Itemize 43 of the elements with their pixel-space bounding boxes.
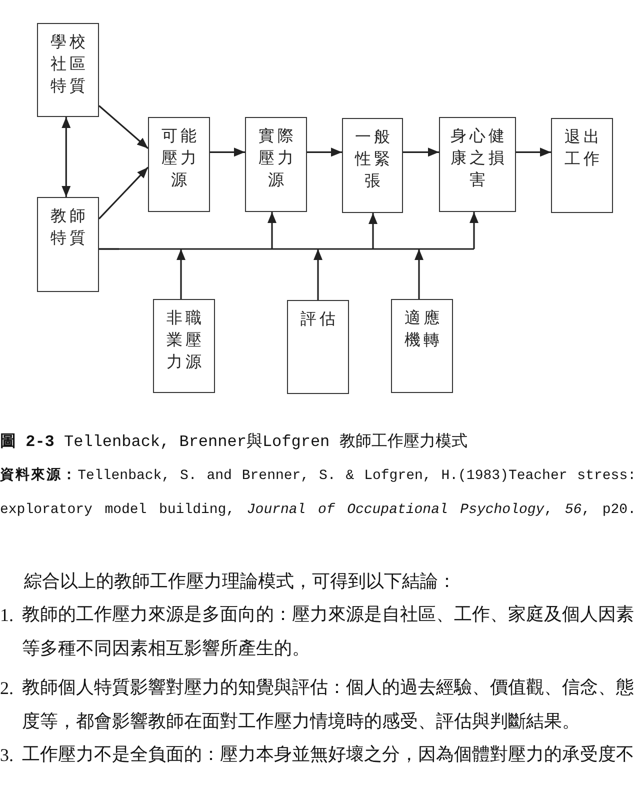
list-number: 3. xyxy=(0,744,14,767)
process-box xyxy=(287,300,349,394)
arrow xyxy=(210,148,245,157)
arrow xyxy=(268,212,276,249)
arrow xyxy=(516,148,551,157)
source-citation: 資料來源：Tellenback, S. and Brenner, S. & Lofgren, H.(1983)Teacher stress: exploratory model building, Journal of Occupational Psychology, 56, p20. xyxy=(0,466,636,520)
arrow xyxy=(414,249,424,299)
list-number: 2. xyxy=(0,677,14,700)
process-box xyxy=(342,118,403,213)
list-item-text: 教師個人特質影響對壓力的知覺與評估：個人的過去經驗、價值觀、信念、態度等，都會影響教師在面對工作壓力情境時的感受、評估與判斷結果。 xyxy=(22,676,635,734)
process-box xyxy=(551,118,613,213)
box-label: 教師特質 xyxy=(50,205,88,249)
box-label: 適應機轉 xyxy=(404,307,442,351)
arrow xyxy=(470,212,478,249)
arrow xyxy=(307,148,342,157)
process-box xyxy=(245,117,307,212)
box-label: 退出工作 xyxy=(564,126,602,170)
process-box xyxy=(153,299,215,393)
figure-caption: 圖 2-3 Tellenback, Brenner與Lofgren 教師工作壓力模式 xyxy=(0,432,468,453)
process-box xyxy=(37,197,99,292)
process-box xyxy=(439,117,516,212)
process-box xyxy=(37,23,99,117)
arrow xyxy=(314,249,322,300)
box-label: 學校社區特質 xyxy=(50,31,88,97)
process-box xyxy=(148,117,210,212)
arrow xyxy=(403,148,439,157)
arrow xyxy=(62,117,71,197)
box-label: 身心健康之損害 xyxy=(450,125,508,191)
box-label: 一般性緊張 xyxy=(354,126,393,192)
list-number: 1. xyxy=(0,604,14,627)
list-item-text: 教師的工作壓力來源是多面向的：壓力來源是自社區、工作、家庭及個人因素等多種不同因素相互影響所產生的。 xyxy=(22,603,635,661)
box-label: 實際壓力源 xyxy=(258,125,296,191)
box-label: 可能壓力源 xyxy=(160,125,200,191)
connector-line xyxy=(99,248,474,250)
paragraph: 綜合以上的教師工作壓力理論模式，可得到以下結論： xyxy=(24,570,457,594)
arrow xyxy=(176,249,186,299)
list-item-text: 工作壓力不是全負面的：壓力本身並無好壞之分，因為個體對壓力的承受度不 xyxy=(22,743,635,767)
box-label: 非職業壓力源 xyxy=(166,307,204,373)
arrow xyxy=(98,166,149,220)
arrow xyxy=(98,105,149,149)
arrow xyxy=(368,213,378,249)
process-box xyxy=(391,299,453,393)
box-label: 評估 xyxy=(300,308,338,330)
